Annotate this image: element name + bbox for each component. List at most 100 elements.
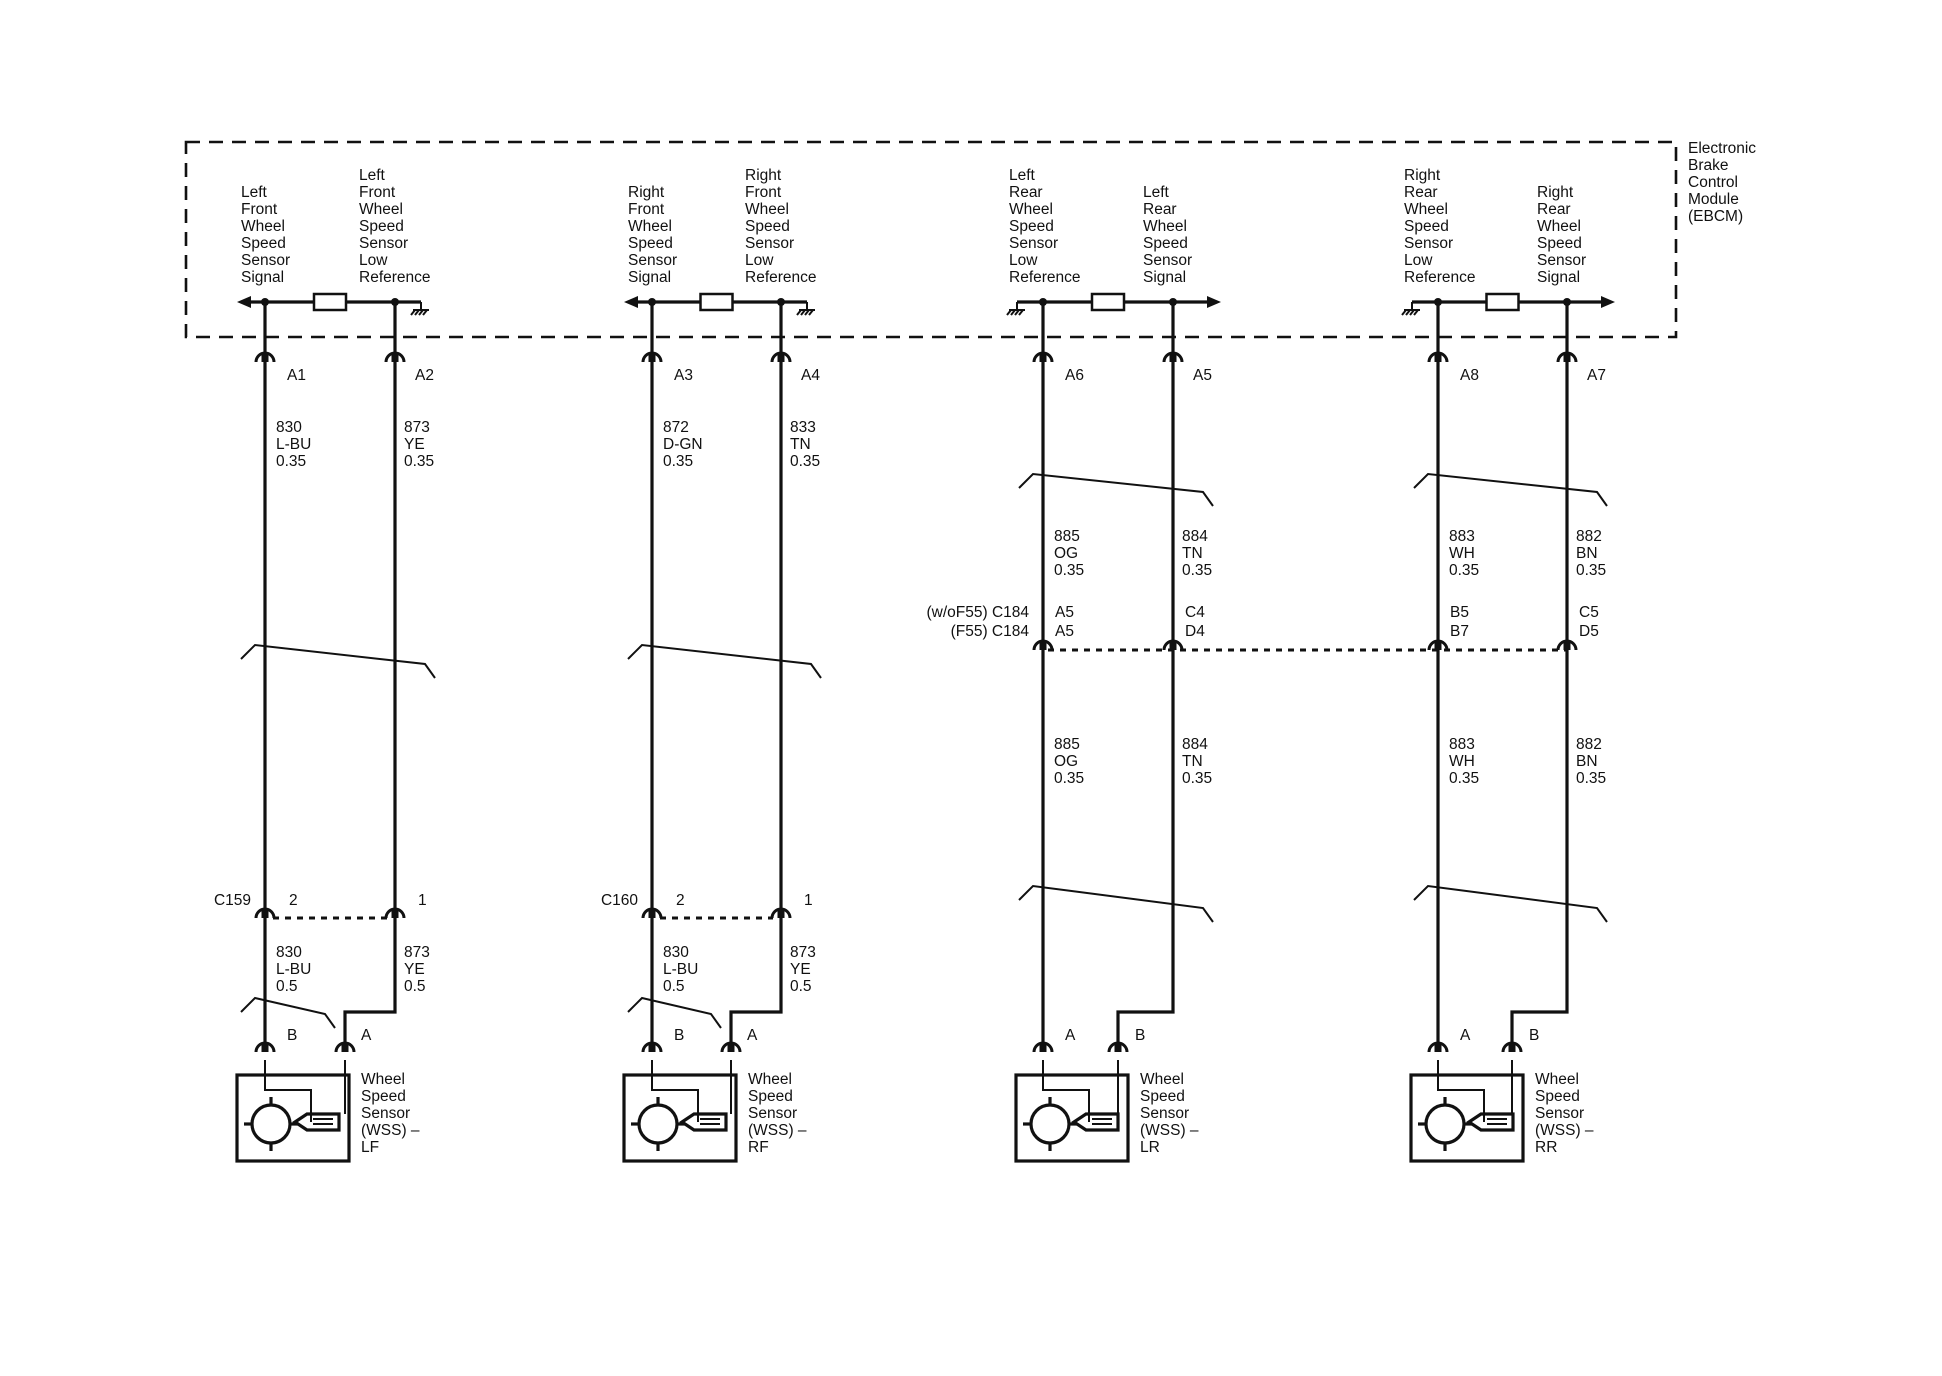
- sensor-hood-right-lf: [334, 1041, 356, 1053]
- harness-break-lf: [240, 643, 436, 679]
- ebcm-pin-hood-right-lf: [384, 351, 406, 363]
- ground-symbol-lf: [395, 300, 429, 316]
- c184-pin-right-rr-1: D5: [1579, 623, 1599, 640]
- resistor-lr: [1090, 292, 1126, 312]
- ebcm-pin-hood-left-rf: [641, 351, 663, 363]
- connector-hood-left-lf: [254, 907, 276, 919]
- sensor-pin-right-lr: B: [1135, 1027, 1145, 1044]
- lower-harness-break-lf: [240, 996, 336, 1029]
- c184-hood-left-lr: [1032, 639, 1054, 651]
- ebcm-pin-hood-right-rr: [1556, 351, 1578, 363]
- wire-right-lr: [1116, 302, 1175, 1052]
- ebcm-pin-right-rr: A7: [1587, 367, 1606, 384]
- harness-break-bottom-lr: [1018, 884, 1214, 923]
- harness-break-top-lr: [1018, 472, 1214, 507]
- wire-right-lf: [343, 302, 397, 1052]
- ebcm-module-box: [184, 140, 1678, 339]
- ebcm-pin-hood-left-lr: [1032, 351, 1054, 363]
- resistor-lf: [312, 292, 348, 312]
- harness-break-rf: [627, 643, 822, 679]
- ebcm-pin-hood-right-lr: [1162, 351, 1184, 363]
- sensor-pin-right-rf: A: [747, 1027, 758, 1044]
- resistor-rr: [1485, 292, 1520, 312]
- sensor-hood-right-rr: [1501, 1041, 1523, 1053]
- harness-break-top-rr: [1413, 472, 1608, 507]
- c184-hood-right-rr: [1556, 639, 1578, 651]
- connector-hood-right-lf: [384, 907, 406, 919]
- ebcm-pin-hood-right-rf: [770, 351, 792, 363]
- ebcm-pin-left-rf: A3: [674, 367, 693, 384]
- c184-pin-right-rr-0: C5: [1579, 604, 1599, 621]
- signal-arrow-lr: [1207, 296, 1221, 308]
- sensor-hood-left-lr: [1032, 1041, 1054, 1053]
- wire-right-rf: [729, 302, 783, 1052]
- connector-pin-left-lf: 2: [289, 892, 298, 909]
- c184-pin-left-lr-1: A5: [1055, 623, 1074, 640]
- sensor-pin-left-rr: A: [1460, 1027, 1471, 1044]
- c184-pin-left-lr-0: A5: [1055, 604, 1074, 621]
- sensor-pin-right-lf: A: [361, 1027, 372, 1044]
- connector-pin-left-rf: 2: [676, 892, 685, 909]
- ebcm-pin-hood-left-rr: [1427, 351, 1449, 363]
- ground-symbol-rr: [1401, 300, 1438, 316]
- c184-hood-right-lr: [1162, 639, 1184, 651]
- lower-harness-break-rf: [627, 996, 722, 1029]
- c184-pin-left-rr-0: B5: [1450, 604, 1469, 621]
- sensor-pin-left-lr: A: [1065, 1027, 1076, 1044]
- signal-arrow-rf: [624, 296, 638, 308]
- resistor-rf: [699, 292, 734, 312]
- connector-pin-right-rf: 1: [804, 892, 813, 909]
- sensor-hood-left-rf: [641, 1041, 663, 1053]
- ebcm-pin-left-lf: A1: [287, 367, 306, 384]
- ebcm-pin-right-lr: A5: [1193, 367, 1212, 384]
- ground-symbol-rf: [781, 300, 815, 316]
- sensor-pin-left-rf: B: [674, 1027, 684, 1044]
- c184-pin-left-rr-1: B7: [1450, 623, 1469, 640]
- connector-pin-right-lf: 1: [418, 892, 427, 909]
- c184-hood-left-rr: [1427, 639, 1449, 651]
- signal-arrow-rr: [1601, 296, 1615, 308]
- c184-pin-right-lr-1: D4: [1185, 623, 1205, 640]
- c184-with-f55-label: (F55) C184: [951, 623, 1030, 640]
- sensor-hood-left-rr: [1427, 1041, 1449, 1053]
- signal-arrow-lf: [237, 296, 251, 308]
- ground-symbol-lr: [1006, 300, 1043, 316]
- sensor-hood-right-lr: [1107, 1041, 1129, 1053]
- connector-name-rf: C160: [601, 892, 638, 909]
- wire-right-rr: [1510, 302, 1569, 1052]
- ebcm-pin-hood-left-lf: [254, 351, 276, 363]
- connector-hood-right-rf: [770, 907, 792, 919]
